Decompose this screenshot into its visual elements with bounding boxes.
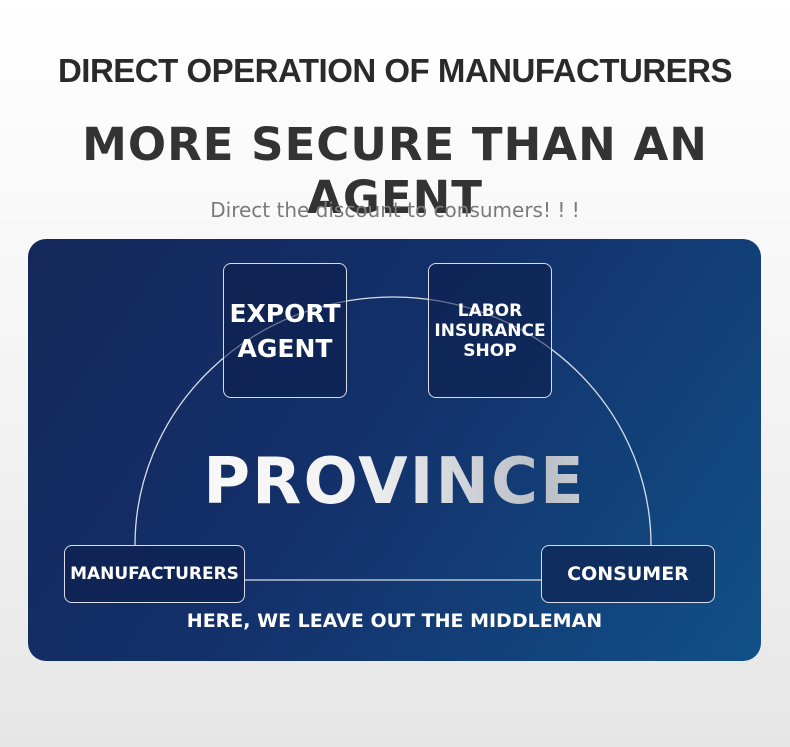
headline-direct-operation: DIRECT OPERATION OF MANUFACTURERS xyxy=(57,52,733,89)
node-export-agent-label: EXPORT AGENT xyxy=(229,298,341,363)
node-manufacturers: MANUFACTURERS xyxy=(64,545,245,603)
connector-arc xyxy=(134,296,652,581)
center-word-province: PROVINCE xyxy=(28,445,761,519)
node-consumer-label: CONSUMER xyxy=(567,563,689,585)
node-labor-insurance-shop: LABOR INSURANCE SHOP xyxy=(428,263,552,398)
headline-more-secure: MORE SECURE THAN AN AGENT xyxy=(82,118,708,224)
node-manufacturers-label: MANUFACTURERS xyxy=(70,564,239,584)
subtitle-discount: Direct the discount to consumers! ! ! xyxy=(210,198,580,222)
node-export-agent: EXPORT AGENT xyxy=(223,263,347,398)
node-labor-insurance-shop-label: LABOR INSURANCE SHOP xyxy=(434,300,546,361)
diagram-panel: EXPORT AGENT LABOR INSURANCE SHOP PROVIN… xyxy=(28,239,761,661)
footer-middleman: HERE, WE LEAVE OUT THE MIDDLEMAN xyxy=(186,610,603,632)
node-consumer: CONSUMER xyxy=(541,545,715,603)
